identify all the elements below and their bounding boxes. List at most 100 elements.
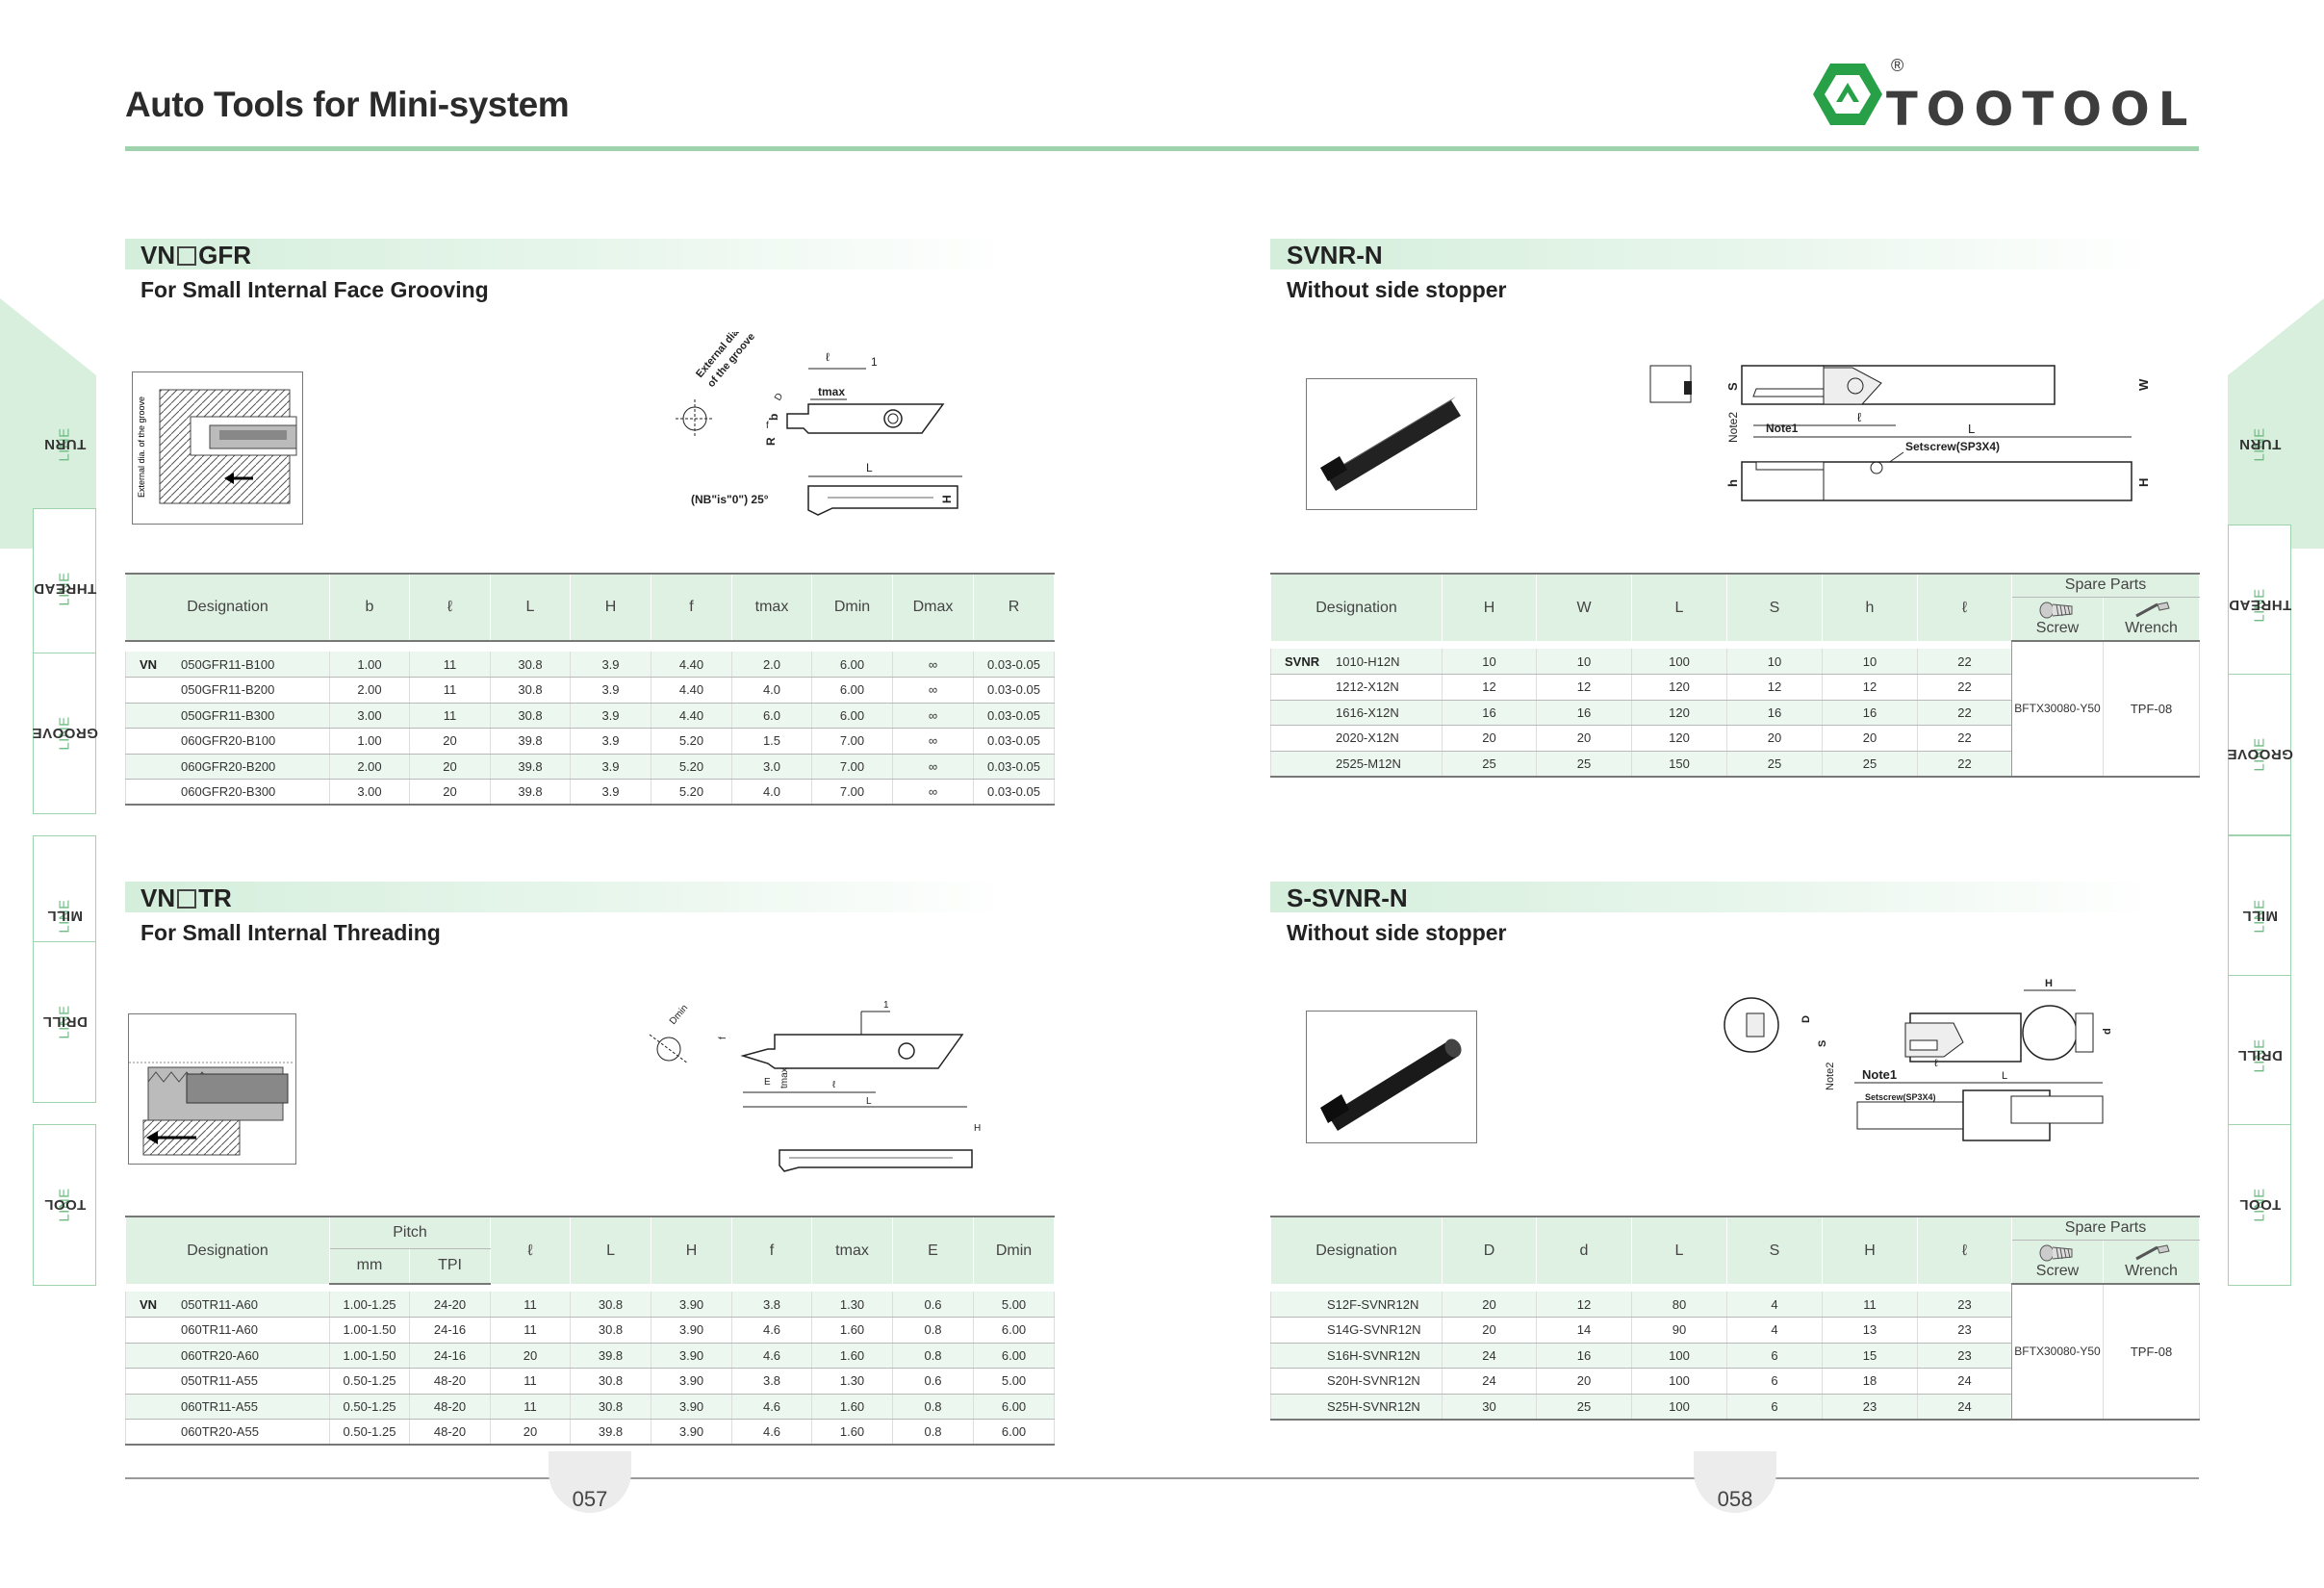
- ssvnr-section-subtitle: Without side stopper: [1287, 920, 1507, 945]
- col-header: Designation: [1270, 1216, 1443, 1284]
- col-header: H: [1822, 1216, 1918, 1284]
- svg-text:L: L: [2002, 1070, 2007, 1082]
- spare-screw: BFTX30080-Y50: [2011, 1284, 2104, 1421]
- col-header: Spare Parts: [2010, 573, 2201, 598]
- svg-text:L: L: [866, 1096, 872, 1107]
- table-row: [125, 641, 1055, 652]
- side-tab-thread-left[interactable]: THREAD LINE: [33, 508, 96, 670]
- col-header: H: [1442, 573, 1537, 641]
- col-header: tmax: [731, 573, 812, 642]
- svg-text:External dia. of the groove: External dia. of the groove: [137, 397, 146, 498]
- col-header: L: [1631, 573, 1727, 641]
- brand-logo: ® TOOTOOL: [1809, 56, 2199, 137]
- wrench-icon: [2134, 602, 2170, 618]
- square-placeholder-icon: [177, 246, 197, 266]
- tr-section-subtitle: For Small Internal Threading: [140, 920, 441, 945]
- svg-text:Setscrew(SP3X4): Setscrew(SP3X4): [1905, 440, 2000, 453]
- col-header: TPI: [408, 1248, 492, 1285]
- side-tab-mill-right[interactable]: MILL LINE: [2228, 835, 2291, 997]
- svg-text:ℓ: ℓ: [1934, 1058, 1938, 1069]
- gfr-section-bar: [125, 239, 1010, 269]
- side-tab-turn-left[interactable]: TURN LINE: [43, 427, 86, 462]
- svg-text:Note1: Note1: [1862, 1067, 1897, 1082]
- square-placeholder-icon: [177, 889, 197, 909]
- col-header: W: [1536, 573, 1632, 641]
- ssvnr-spec-table: Designation D d L S H ℓ Spare Parts Scre…: [1270, 1216, 2201, 1421]
- svnr-section-title: SVNR-N: [1287, 241, 1383, 269]
- svg-text:S: S: [1817, 1040, 1828, 1047]
- side-tab-tool-right[interactable]: TOOL LINE: [2228, 1124, 2291, 1286]
- gfr-dimension-diagram: External dia. of the groove ℓ 1 tmax b f…: [676, 332, 962, 516]
- col-header: H: [570, 573, 651, 642]
- svg-text:H: H: [940, 495, 954, 503]
- svg-text:S: S: [1725, 382, 1740, 391]
- svg-text:R: R: [764, 437, 778, 446]
- side-tab-groove-left[interactable]: GROOVE LINE: [32, 653, 97, 814]
- col-header: Dmin: [811, 573, 893, 642]
- tr-application-image: [128, 1013, 296, 1165]
- svg-text:ℓ: ℓ: [1857, 410, 1862, 424]
- svg-text:d: d: [2102, 1028, 2113, 1035]
- col-header: Pitch: [328, 1216, 492, 1249]
- svg-text:Note2: Note2: [1726, 412, 1740, 443]
- screw-icon: [2039, 1244, 2073, 1262]
- screw-icon: [2039, 602, 2073, 619]
- svg-text:tmax: tmax: [818, 385, 845, 398]
- header-rule: [125, 146, 2199, 151]
- svg-text:W: W: [2136, 378, 2151, 391]
- page-title: Auto Tools for Mini-system: [125, 85, 570, 124]
- svg-text:E: E: [764, 1077, 771, 1088]
- col-header: f: [731, 1216, 813, 1284]
- col-header: Dmax: [892, 573, 974, 642]
- ssvnr-section-bar: [1270, 882, 2156, 912]
- brand-name: TOOTOOL: [1886, 83, 2197, 137]
- svg-text:D: D: [773, 392, 785, 403]
- col-header: Designation: [125, 573, 330, 642]
- gfr-spec-table: Designation b ℓ L H f tmax Dmin Dmax R V…: [125, 573, 1055, 806]
- svg-text:h: h: [1725, 479, 1740, 487]
- col-header: E: [892, 1216, 975, 1284]
- col-header: H: [651, 1216, 733, 1284]
- side-tab-tool-left[interactable]: TOOL LINE: [33, 1124, 96, 1286]
- svnr-section-bar: [1270, 239, 2156, 269]
- svg-text:1: 1: [883, 1000, 889, 1011]
- gfr-application-image: External dia. of the groove: [132, 371, 303, 525]
- col-header: Designation: [125, 1216, 330, 1284]
- col-header: Dmin: [973, 1216, 1056, 1284]
- svg-text:Dmin: Dmin: [668, 1003, 690, 1027]
- col-header: S: [1726, 573, 1823, 641]
- page-number-right: 058: [1694, 1451, 1776, 1513]
- side-tab-drill-right[interactable]: DRILL LINE: [2228, 975, 2291, 1137]
- side-tab-thread-right[interactable]: THREAD LINE: [2228, 525, 2291, 686]
- svg-text:H: H: [2136, 478, 2151, 487]
- table-row: [125, 1284, 1055, 1292]
- tr-spec-table: Designation Pitch ℓ L H f tmax E Dmin mm…: [125, 1216, 1056, 1446]
- ssvnr-dimension-diagram: D S Note2 H d Note1 ℓ L Setscrew(SP3X4): [1724, 978, 2113, 1141]
- col-header: D: [1442, 1216, 1537, 1284]
- page-number-left: 057: [549, 1451, 631, 1513]
- side-tab-groove-right[interactable]: GROOVE LINE: [2227, 674, 2292, 835]
- side-tab-drill-left[interactable]: DRILL LINE: [33, 941, 96, 1103]
- side-tab-turn-right[interactable]: TURN LINE: [2238, 427, 2281, 462]
- col-header-wrench: Wrench: [2102, 597, 2201, 642]
- col-header: ℓ: [490, 1216, 572, 1284]
- ssvnr-section-title: S-SVNR-N: [1287, 884, 1408, 912]
- svg-text:f: f: [766, 421, 769, 431]
- svnr-section-subtitle: Without side stopper: [1287, 277, 1507, 302]
